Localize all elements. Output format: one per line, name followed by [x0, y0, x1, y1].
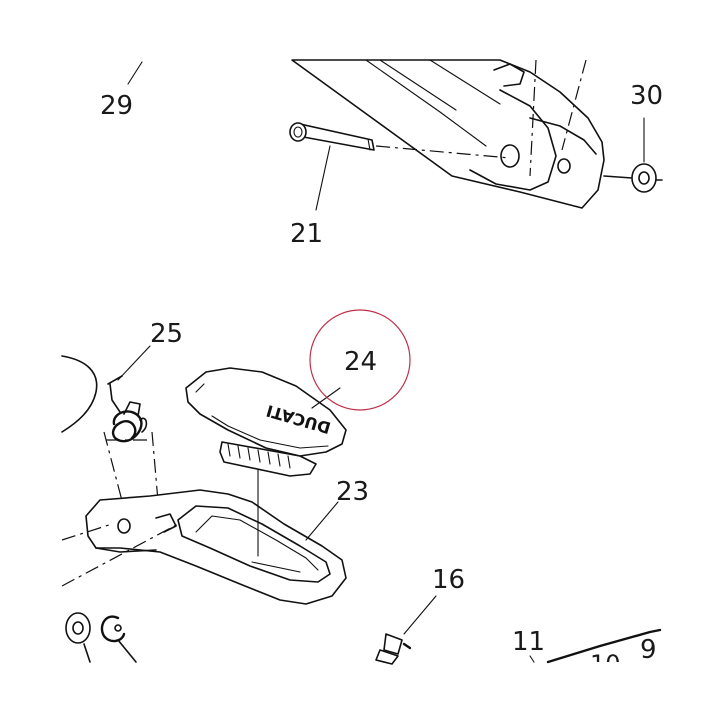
axis-line — [61, 523, 179, 587]
label-24: 24 — [344, 347, 377, 377]
label-16: 16 — [432, 565, 465, 595]
bracket-edge-line — [365, 59, 487, 147]
leader-24 — [311, 387, 341, 409]
leader-23 — [305, 501, 339, 541]
bracket-edge-line — [379, 59, 457, 111]
leader-line — [117, 639, 137, 663]
bolt-16[interactable] — [375, 633, 412, 665]
label-30: 30 — [630, 81, 663, 111]
pin-21[interactable] — [289, 122, 375, 151]
label-25: 25 — [150, 319, 183, 349]
leader-25 — [117, 345, 151, 381]
highlight-circle — [309, 309, 411, 411]
bracket-hole — [500, 144, 520, 168]
axis-line — [375, 145, 511, 159]
spring-25[interactable] — [107, 375, 148, 443]
bracket-edge-line — [429, 59, 501, 105]
bracket-hole — [557, 158, 571, 174]
rubber-pad-24[interactable]: DUCATI — [185, 367, 347, 477]
label-11: 11 — [512, 627, 545, 657]
clip-mask — [580, 662, 640, 720]
label-9: 9 — [640, 635, 657, 665]
axis-line — [151, 431, 161, 525]
label-23: 23 — [336, 477, 369, 507]
bracket-tab — [493, 63, 525, 87]
footpeg-body-23[interactable] — [85, 489, 347, 605]
bracket-boss-outline — [469, 89, 557, 191]
leader-29 — [127, 61, 143, 85]
washer-30[interactable] — [631, 163, 657, 193]
axis-line — [61, 523, 113, 541]
bracket-assembly — [127, 59, 663, 211]
axis-line — [603, 175, 633, 179]
rod — [546, 628, 662, 664]
part-labels: 29 30 21 25 24 23 16 11 10 9 — [100, 81, 663, 678]
footpeg-assembly: DUCATI — [61, 309, 662, 665]
washer-bottom-left[interactable] — [65, 612, 91, 644]
leader-line — [83, 643, 91, 663]
leader-11 — [529, 655, 535, 663]
footrest-bracket — [291, 59, 605, 209]
leader-16 — [403, 595, 437, 635]
frame-edge — [61, 355, 98, 433]
label-21: 21 — [290, 219, 323, 249]
leader-21 — [315, 145, 331, 211]
axis-line — [561, 59, 587, 151]
circlip[interactable] — [100, 615, 126, 643]
label-29: 29 — [100, 91, 133, 121]
axis-line — [529, 59, 537, 177]
bracket-boss-outline — [529, 117, 597, 155]
